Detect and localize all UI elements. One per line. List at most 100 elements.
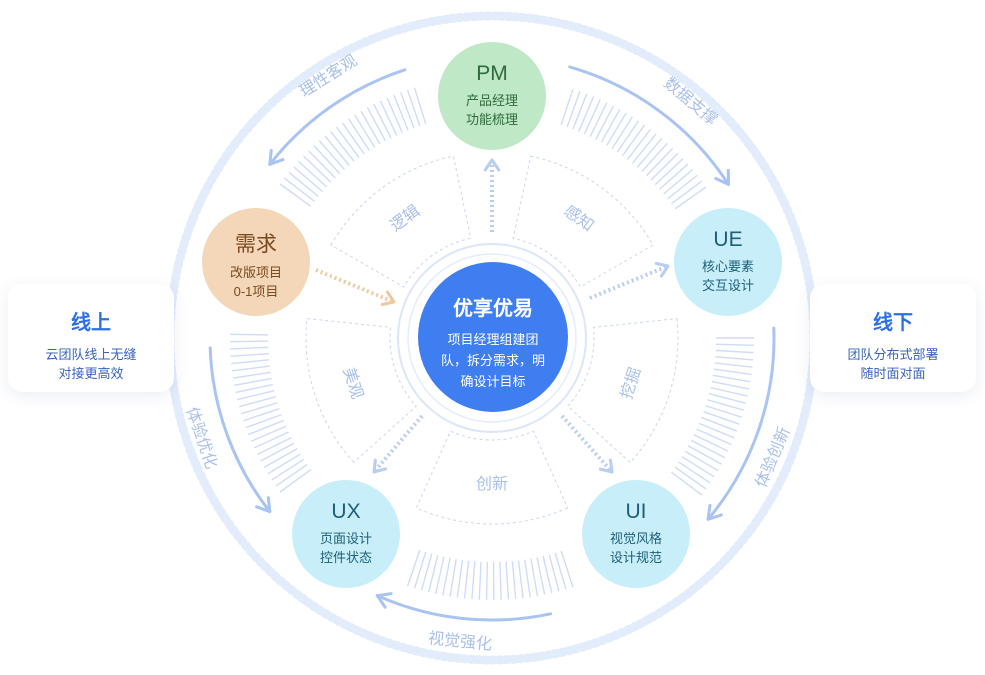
stripe-tick (715, 343, 754, 347)
ux-node-line: 控件状态 (319, 550, 372, 565)
stripe-tick (435, 556, 445, 595)
stripe-tick (654, 158, 684, 186)
stripe-tick (238, 396, 277, 408)
stripe-tick (234, 377, 272, 386)
sector-outline (567, 318, 679, 464)
stripe-tick (572, 93, 588, 130)
stripe-tick (257, 436, 292, 456)
stripe-tick (600, 108, 621, 143)
stripe-tick (650, 152, 679, 181)
stripe-tick (542, 555, 553, 594)
arc-arrowhead-icon (255, 496, 272, 514)
stripe-tick (485, 561, 489, 600)
stripe-tick (663, 169, 694, 195)
stripe-tick (684, 450, 719, 472)
stripe-tick (715, 356, 754, 361)
stripe-tick (499, 561, 502, 600)
stripe-tick (690, 439, 726, 459)
ue-node-line: 交互设计 (701, 278, 754, 293)
connector-ue (589, 264, 669, 300)
core-line: 队，拆分需求，明 (440, 353, 545, 368)
ui-node: UI 视觉风格 设计规范 (582, 480, 690, 588)
stripe-tick (260, 442, 295, 462)
stripe-tick (456, 559, 464, 598)
arc-arrowhead-icon (714, 168, 731, 186)
arc-arrowhead-icon (268, 148, 285, 166)
stripe-tick (471, 561, 476, 600)
stripe-tick (693, 434, 729, 452)
stripe-tick (267, 453, 301, 475)
stripe-tick (595, 105, 615, 140)
stripe-tick (235, 383, 274, 394)
stripe-tick (616, 120, 640, 153)
ux-node-title: UX (331, 500, 361, 523)
stripe-tick (354, 114, 376, 148)
stripe-tick (578, 96, 595, 132)
offline-card: 线下 团队分布式部署 随时面对面 (810, 284, 976, 392)
stripe-tick (379, 100, 398, 136)
stripe-tick (714, 362, 753, 368)
stripe-tick (245, 413, 282, 429)
connector-arrowhead-icon (483, 158, 501, 172)
stripe-tick (413, 87, 427, 125)
stripe-tick (536, 557, 546, 595)
core-circle: 优享优易 项目经理组建团 队，拆分需求，明 确设计目标 (418, 262, 568, 412)
pm-node-line: 功能梳理 (465, 112, 518, 127)
stripe-tick (330, 131, 355, 162)
stripe-tick (293, 166, 323, 193)
stripe-tick (393, 94, 409, 131)
pm-node: PM 产品经理 功能梳理 (438, 42, 546, 150)
ui-node-line: 设计规范 (609, 550, 662, 565)
stripe-tick (230, 333, 269, 336)
ui-node-title: UI (625, 500, 647, 523)
stripe-tick (360, 110, 381, 145)
stripe-tick (308, 150, 336, 179)
stripe-tick (560, 88, 574, 126)
stripe-tick (373, 103, 392, 139)
stripe-tick (271, 458, 305, 481)
connector-arrowhead-icon (598, 458, 614, 474)
arc-arrowhead-icon (375, 592, 393, 609)
sector-outline (330, 155, 472, 288)
stripe-tick (670, 180, 703, 205)
stripe-tick (626, 128, 651, 161)
outer-arc (375, 594, 553, 622)
stripe-tick (707, 399, 745, 411)
stripe-tick (463, 560, 470, 599)
stripe-tick (530, 558, 539, 597)
stripe-tick (253, 431, 289, 449)
requirement-node-line: 0-1项目 (233, 284, 279, 299)
connector-ux (372, 414, 424, 474)
stripe-tick (248, 419, 284, 436)
stripe-tick (705, 405, 742, 418)
requirement-node: 需求 改版项目 0-1项目 (202, 208, 310, 316)
stripe-tick (674, 186, 707, 210)
offline-card-line: 随时面对面 (860, 366, 926, 381)
stripe-tick (240, 402, 278, 415)
stripe-tick (420, 553, 433, 591)
outer-arc-label: 视觉强化 (427, 629, 493, 654)
stripe-tick (696, 428, 732, 446)
offline-card-line: 团队分布式部署 (847, 347, 939, 362)
stripe-tick (386, 97, 403, 134)
stripe-tick (670, 471, 703, 496)
stripe-tick (427, 555, 439, 593)
connector-arrowhead-icon (372, 458, 388, 474)
stripe-tick (318, 140, 345, 170)
stripe-tick (232, 371, 271, 379)
stripe-tick (413, 551, 427, 589)
connector-arrowhead-icon (380, 290, 396, 307)
stripe-tick (313, 145, 341, 175)
stripe-tick (230, 352, 269, 357)
sector-outline (512, 155, 654, 288)
online-card-line: 云团队线上无缝 (45, 347, 137, 362)
stripe-tick (641, 142, 668, 173)
stripe-tick (711, 380, 750, 390)
outer-arc-arrows (208, 65, 776, 622)
stripe-tick (583, 99, 601, 135)
core-line: 项目经理组建团 (447, 332, 539, 347)
stripe-tick (681, 456, 715, 478)
stripe-tick (631, 133, 657, 164)
stripe-tick (517, 560, 524, 599)
online-card: 线上 云团队线上无缝 对接更高效 (8, 284, 174, 392)
